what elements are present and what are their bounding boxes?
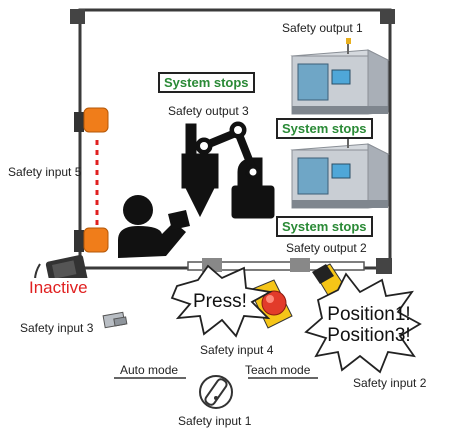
system-stops-robot-status: System stops [158, 72, 255, 93]
safety-input-2-label: Safety input 2 [353, 376, 427, 390]
press-text: Press! [193, 291, 247, 312]
safety-input-4-label: Safety input 4 [200, 343, 274, 357]
safety-output-2-label: Safety output 2 [286, 241, 367, 255]
safety-output-1-label: Safety output 1 [282, 21, 363, 35]
safety-input-3-label: Safety input 3 [20, 321, 94, 335]
emergency-stop-icon [249, 279, 293, 329]
system-stops-machine-2-status: System stops [276, 216, 373, 237]
operator-icon [118, 195, 190, 258]
industrial-robot-icon [181, 121, 275, 219]
teach-mode-label: Teach mode [245, 363, 311, 377]
inactive-status: Inactive [26, 278, 91, 297]
light-curtain [74, 107, 109, 253]
door-switch-icon [102, 311, 128, 329]
auto-mode-label: Auto mode [120, 363, 179, 377]
position-text: Position1! Position3! [322, 304, 416, 346]
press-burst [170, 264, 273, 338]
position-burst [304, 272, 422, 374]
mode-selector-icon [114, 375, 318, 409]
machine-tool-icon [290, 132, 390, 209]
safety-output-3-label: Safety output 3 [168, 104, 249, 118]
position-line-2: Position3! [327, 325, 411, 346]
guard-door [187, 258, 365, 272]
machine-tool-icon [290, 38, 390, 115]
safety-input-1-label: Safety input 1 [178, 414, 252, 428]
position-line-1: Position1! [327, 304, 411, 325]
system-stops-machine-1-status: System stops [276, 118, 373, 139]
safety-input-5-label: Safety input 5 [8, 165, 82, 179]
